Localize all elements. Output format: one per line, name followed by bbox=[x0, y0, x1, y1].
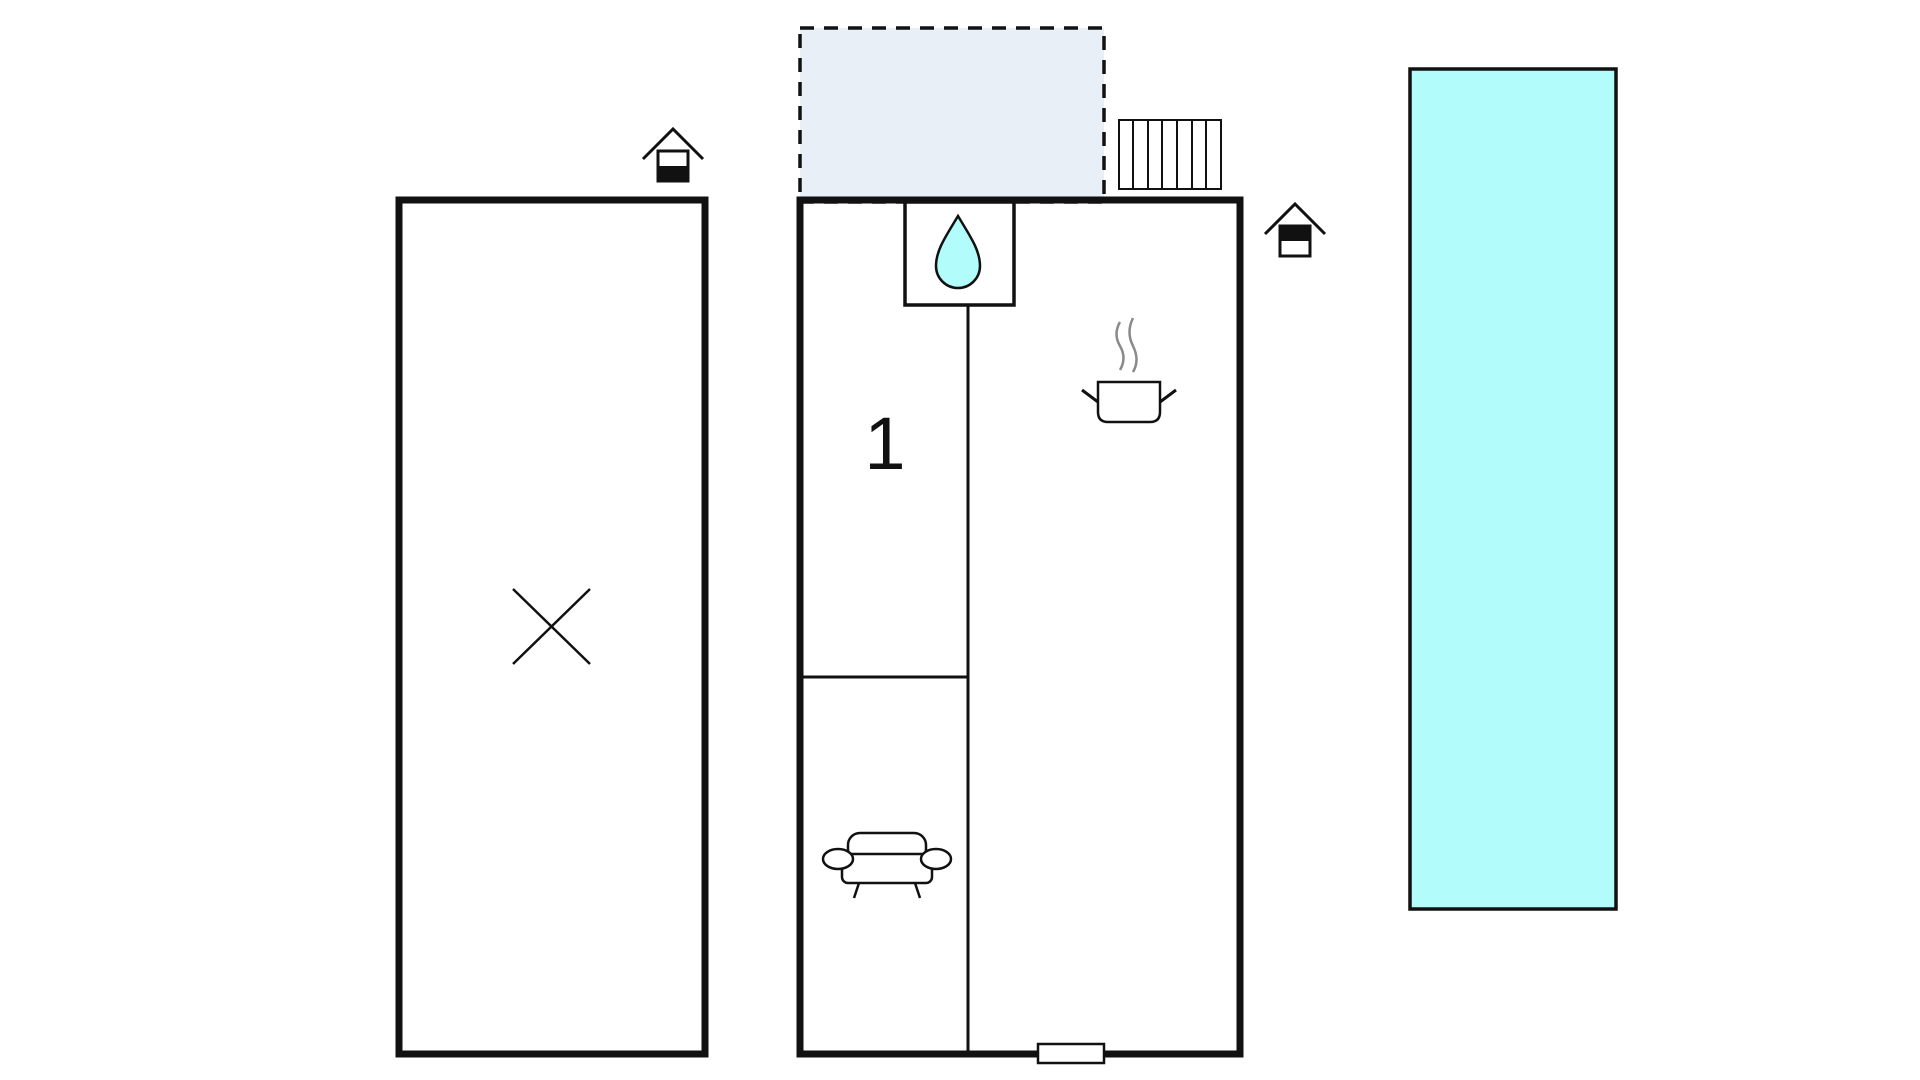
cross-icon bbox=[512, 588, 591, 665]
door-icon bbox=[1036, 1042, 1106, 1065]
water-drop-icon bbox=[934, 213, 982, 290]
bedroom-number: 1 bbox=[864, 402, 905, 485]
house-exit-icon bbox=[641, 126, 705, 183]
cooking-pot-icon bbox=[1081, 317, 1177, 424]
terrace-area bbox=[798, 26, 1106, 204]
fence-icon bbox=[1118, 119, 1222, 190]
house-exit-icon bbox=[1263, 201, 1327, 258]
pool-area bbox=[1408, 67, 1618, 911]
house-outline bbox=[796, 196, 1244, 1058]
sofa-icon bbox=[821, 831, 953, 899]
